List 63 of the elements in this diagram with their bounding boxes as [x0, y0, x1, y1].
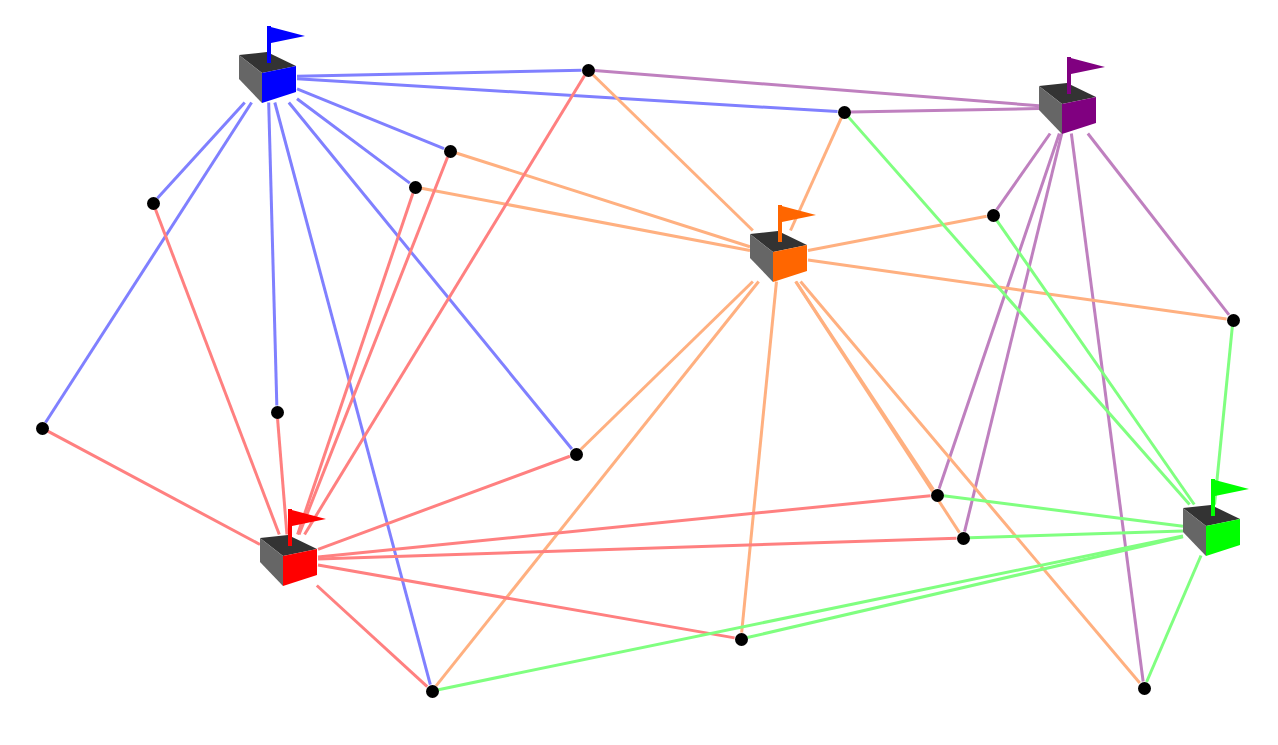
route-line	[963, 133, 1064, 533]
route-line	[303, 74, 586, 536]
waypoint-dot	[443, 144, 457, 158]
route-line	[296, 97, 411, 185]
depot-cube	[1039, 82, 1097, 134]
route-line	[317, 536, 957, 561]
route-line	[579, 280, 754, 451]
route-line	[847, 115, 1191, 506]
route-line	[317, 454, 571, 551]
route-line	[850, 107, 1040, 114]
route-line	[799, 280, 1141, 684]
waypoint-dot	[986, 208, 1000, 222]
route-line	[276, 418, 289, 535]
route-line	[317, 494, 931, 559]
route-line	[296, 77, 838, 114]
route-line	[421, 186, 751, 252]
route-line	[287, 101, 574, 450]
depot-cube	[750, 230, 808, 282]
route-line	[807, 214, 987, 252]
route-line	[273, 102, 432, 686]
route-line	[789, 117, 843, 232]
route-line	[455, 151, 751, 249]
route-line	[434, 280, 760, 687]
waypoint-dot	[837, 105, 851, 119]
route-line	[156, 101, 246, 200]
route-line	[438, 534, 1184, 692]
route-line	[995, 132, 1052, 211]
depot-cube	[1183, 504, 1241, 556]
route-line	[317, 563, 735, 640]
route-line	[591, 73, 754, 232]
route-line	[747, 535, 1184, 639]
route-line	[807, 258, 1227, 321]
route-line	[296, 68, 582, 78]
waypoint-dot	[734, 632, 748, 646]
route-line	[1213, 326, 1234, 505]
route-line	[47, 429, 261, 546]
route-line	[296, 192, 415, 535]
waypoint-dot	[270, 405, 284, 419]
route-line	[297, 156, 449, 536]
route-line	[1069, 133, 1145, 682]
route-line	[943, 494, 1184, 528]
waypoint-dot	[1226, 313, 1240, 327]
route-line	[1086, 132, 1231, 316]
route-line	[995, 219, 1196, 506]
route-line	[794, 280, 935, 491]
waypoint-dot	[408, 180, 422, 194]
route-line	[153, 208, 281, 536]
waypoint-dot	[35, 421, 49, 435]
route-line	[296, 87, 445, 150]
route-line	[937, 133, 1061, 490]
route-line	[740, 281, 778, 633]
route-line	[794, 280, 961, 534]
waypoint-dot	[581, 63, 595, 77]
waypoint-dot	[146, 196, 160, 210]
route-line	[267, 102, 279, 406]
depot-cube	[239, 51, 297, 103]
route-line	[44, 101, 253, 424]
waypoint-dot	[956, 531, 970, 545]
route-line	[315, 584, 429, 688]
depot-cube	[260, 534, 318, 586]
route-line	[969, 529, 1184, 540]
route-line	[594, 69, 1040, 108]
route-line	[1145, 554, 1203, 683]
